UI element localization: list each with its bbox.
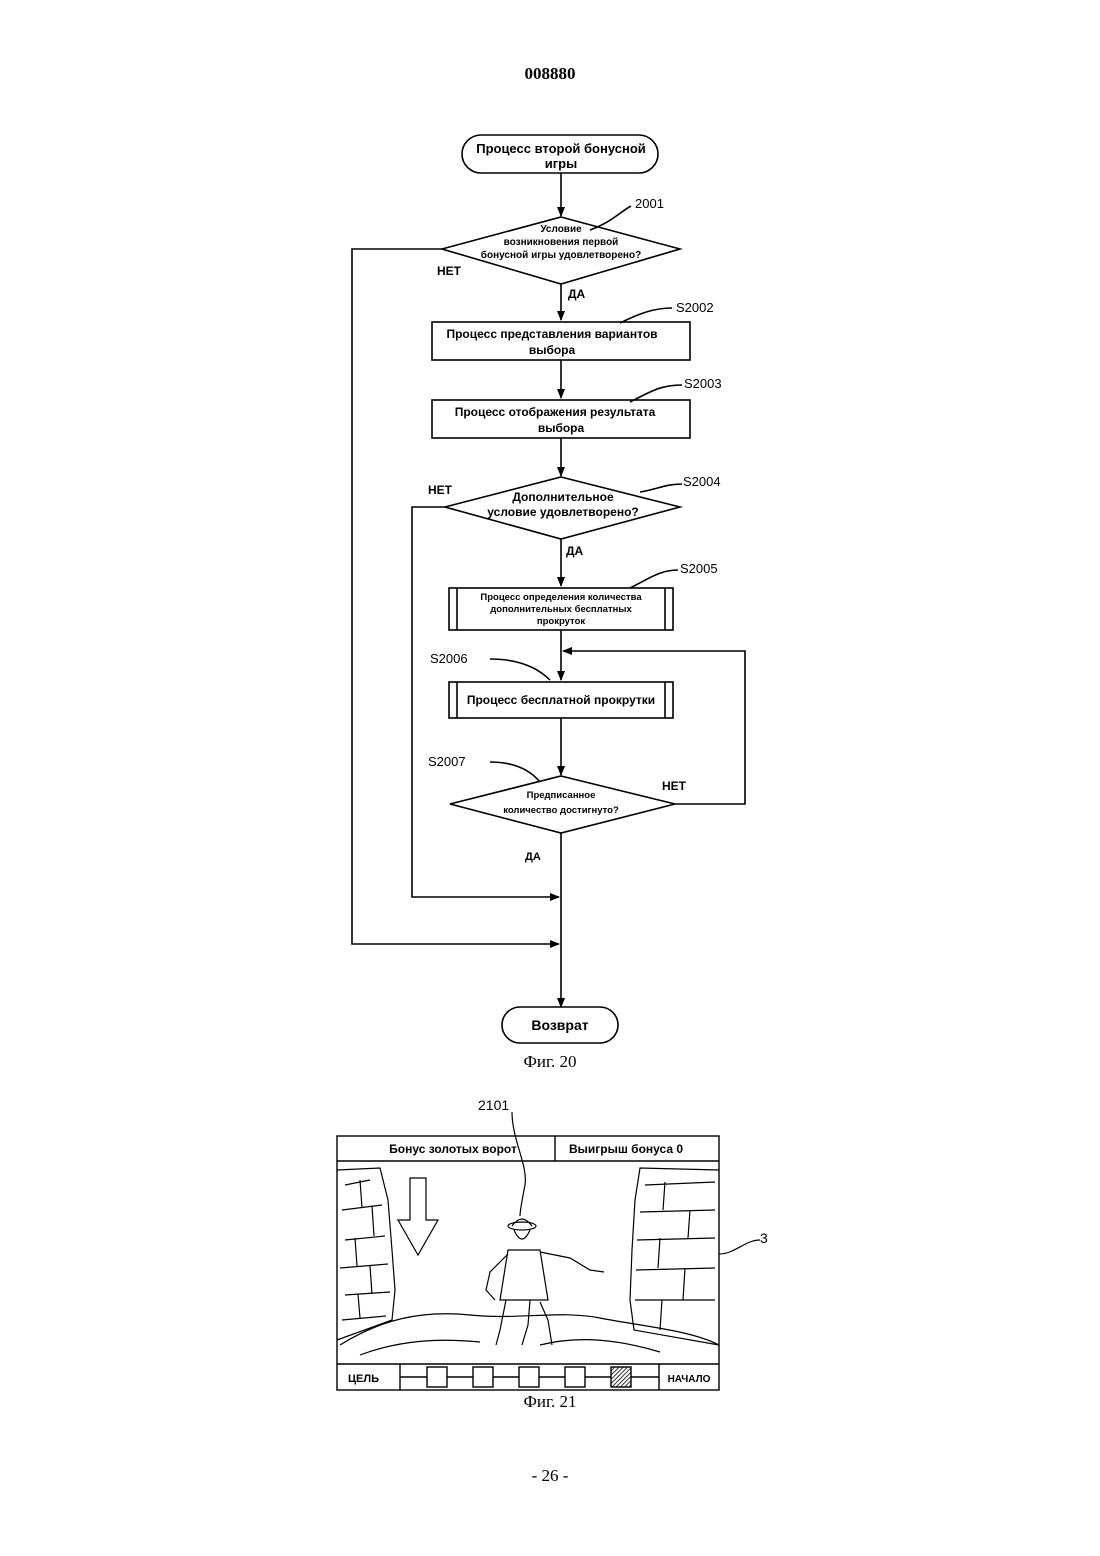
ref-2001: 2001 [635, 196, 664, 211]
d2001-text-1: Условие [540, 224, 582, 235]
progress-step-4 [565, 1367, 585, 1387]
d2007-text-2: количество достигнуто? [503, 805, 619, 816]
screen-title-left: Бонус золотых ворот [389, 1142, 517, 1156]
label-yes-2001: ДА [568, 287, 586, 301]
ref-s2006: S2006 [430, 651, 468, 666]
ref-s2005: S2005 [680, 561, 718, 576]
ref-3: 3 [760, 1230, 768, 1246]
display-frame [337, 1136, 719, 1390]
ref-s2002: S2002 [676, 300, 714, 315]
goal-label: ЦЕЛЬ [348, 1373, 379, 1385]
progress-current-marker [611, 1367, 631, 1387]
label-no-2004: НЕТ [428, 483, 453, 497]
d2001-text-2: возникновения первой [504, 237, 619, 248]
page-number: - 26 - [0, 1466, 1100, 1486]
ref-2101: 2101 [478, 1097, 509, 1113]
s2006-text: Процесс бесплатной прокрутки [467, 693, 655, 707]
label-no-2001: НЕТ [437, 264, 462, 278]
s2003-text-2: выбора [538, 421, 585, 435]
s2005-text-2: дополнительных бесплатных [490, 604, 632, 615]
progress-step-1 [427, 1367, 447, 1387]
d2007-text-1: Предписанное [527, 790, 596, 801]
fig20-caption: Фиг. 20 [0, 1052, 1100, 1072]
s2005-text-1: Процесс определения количества [480, 592, 642, 603]
end-text: Возврат [531, 1017, 588, 1033]
start-text-1: Процесс второй бонусной [476, 141, 646, 156]
ref-s2003: S2003 [684, 376, 722, 391]
screen-title-right: Выигрыш бонуса 0 [569, 1142, 683, 1156]
fig21-caption: Фиг. 21 [0, 1392, 1100, 1412]
label-no-2007: НЕТ [662, 779, 687, 793]
d2004-text-2: условие удовлетворено? [487, 505, 638, 519]
s2002-text-1: Процесс представления вариантов [446, 327, 657, 341]
fig20-flowchart: Процесс второй бонусной игры 2001 Услови… [0, 0, 1100, 1060]
s2003-text-1: Процесс отображения результата [455, 405, 656, 419]
start-text-2: игры [545, 156, 577, 171]
progress-step-2 [473, 1367, 493, 1387]
s2005-text-3: прокруток [537, 616, 586, 627]
ref-s2007: S2007 [428, 754, 466, 769]
fig21-game-screen: 2101 3 Бонус золотых ворот Выигрыш бонус… [0, 1090, 1100, 1420]
d2001-text-3: бонусной игры удовлетворено? [481, 249, 641, 261]
d2004-text-1: Дополнительное [512, 490, 614, 504]
game-scene-illustration [337, 1168, 719, 1355]
progress-step-3 [519, 1367, 539, 1387]
ref-s2004: S2004 [683, 474, 721, 489]
s2002-text-2: выбора [529, 343, 576, 357]
label-yes-2004: ДА [566, 544, 584, 558]
start-label: НАЧАЛО [668, 1374, 711, 1385]
label-yes-2007: ДА [525, 851, 541, 863]
